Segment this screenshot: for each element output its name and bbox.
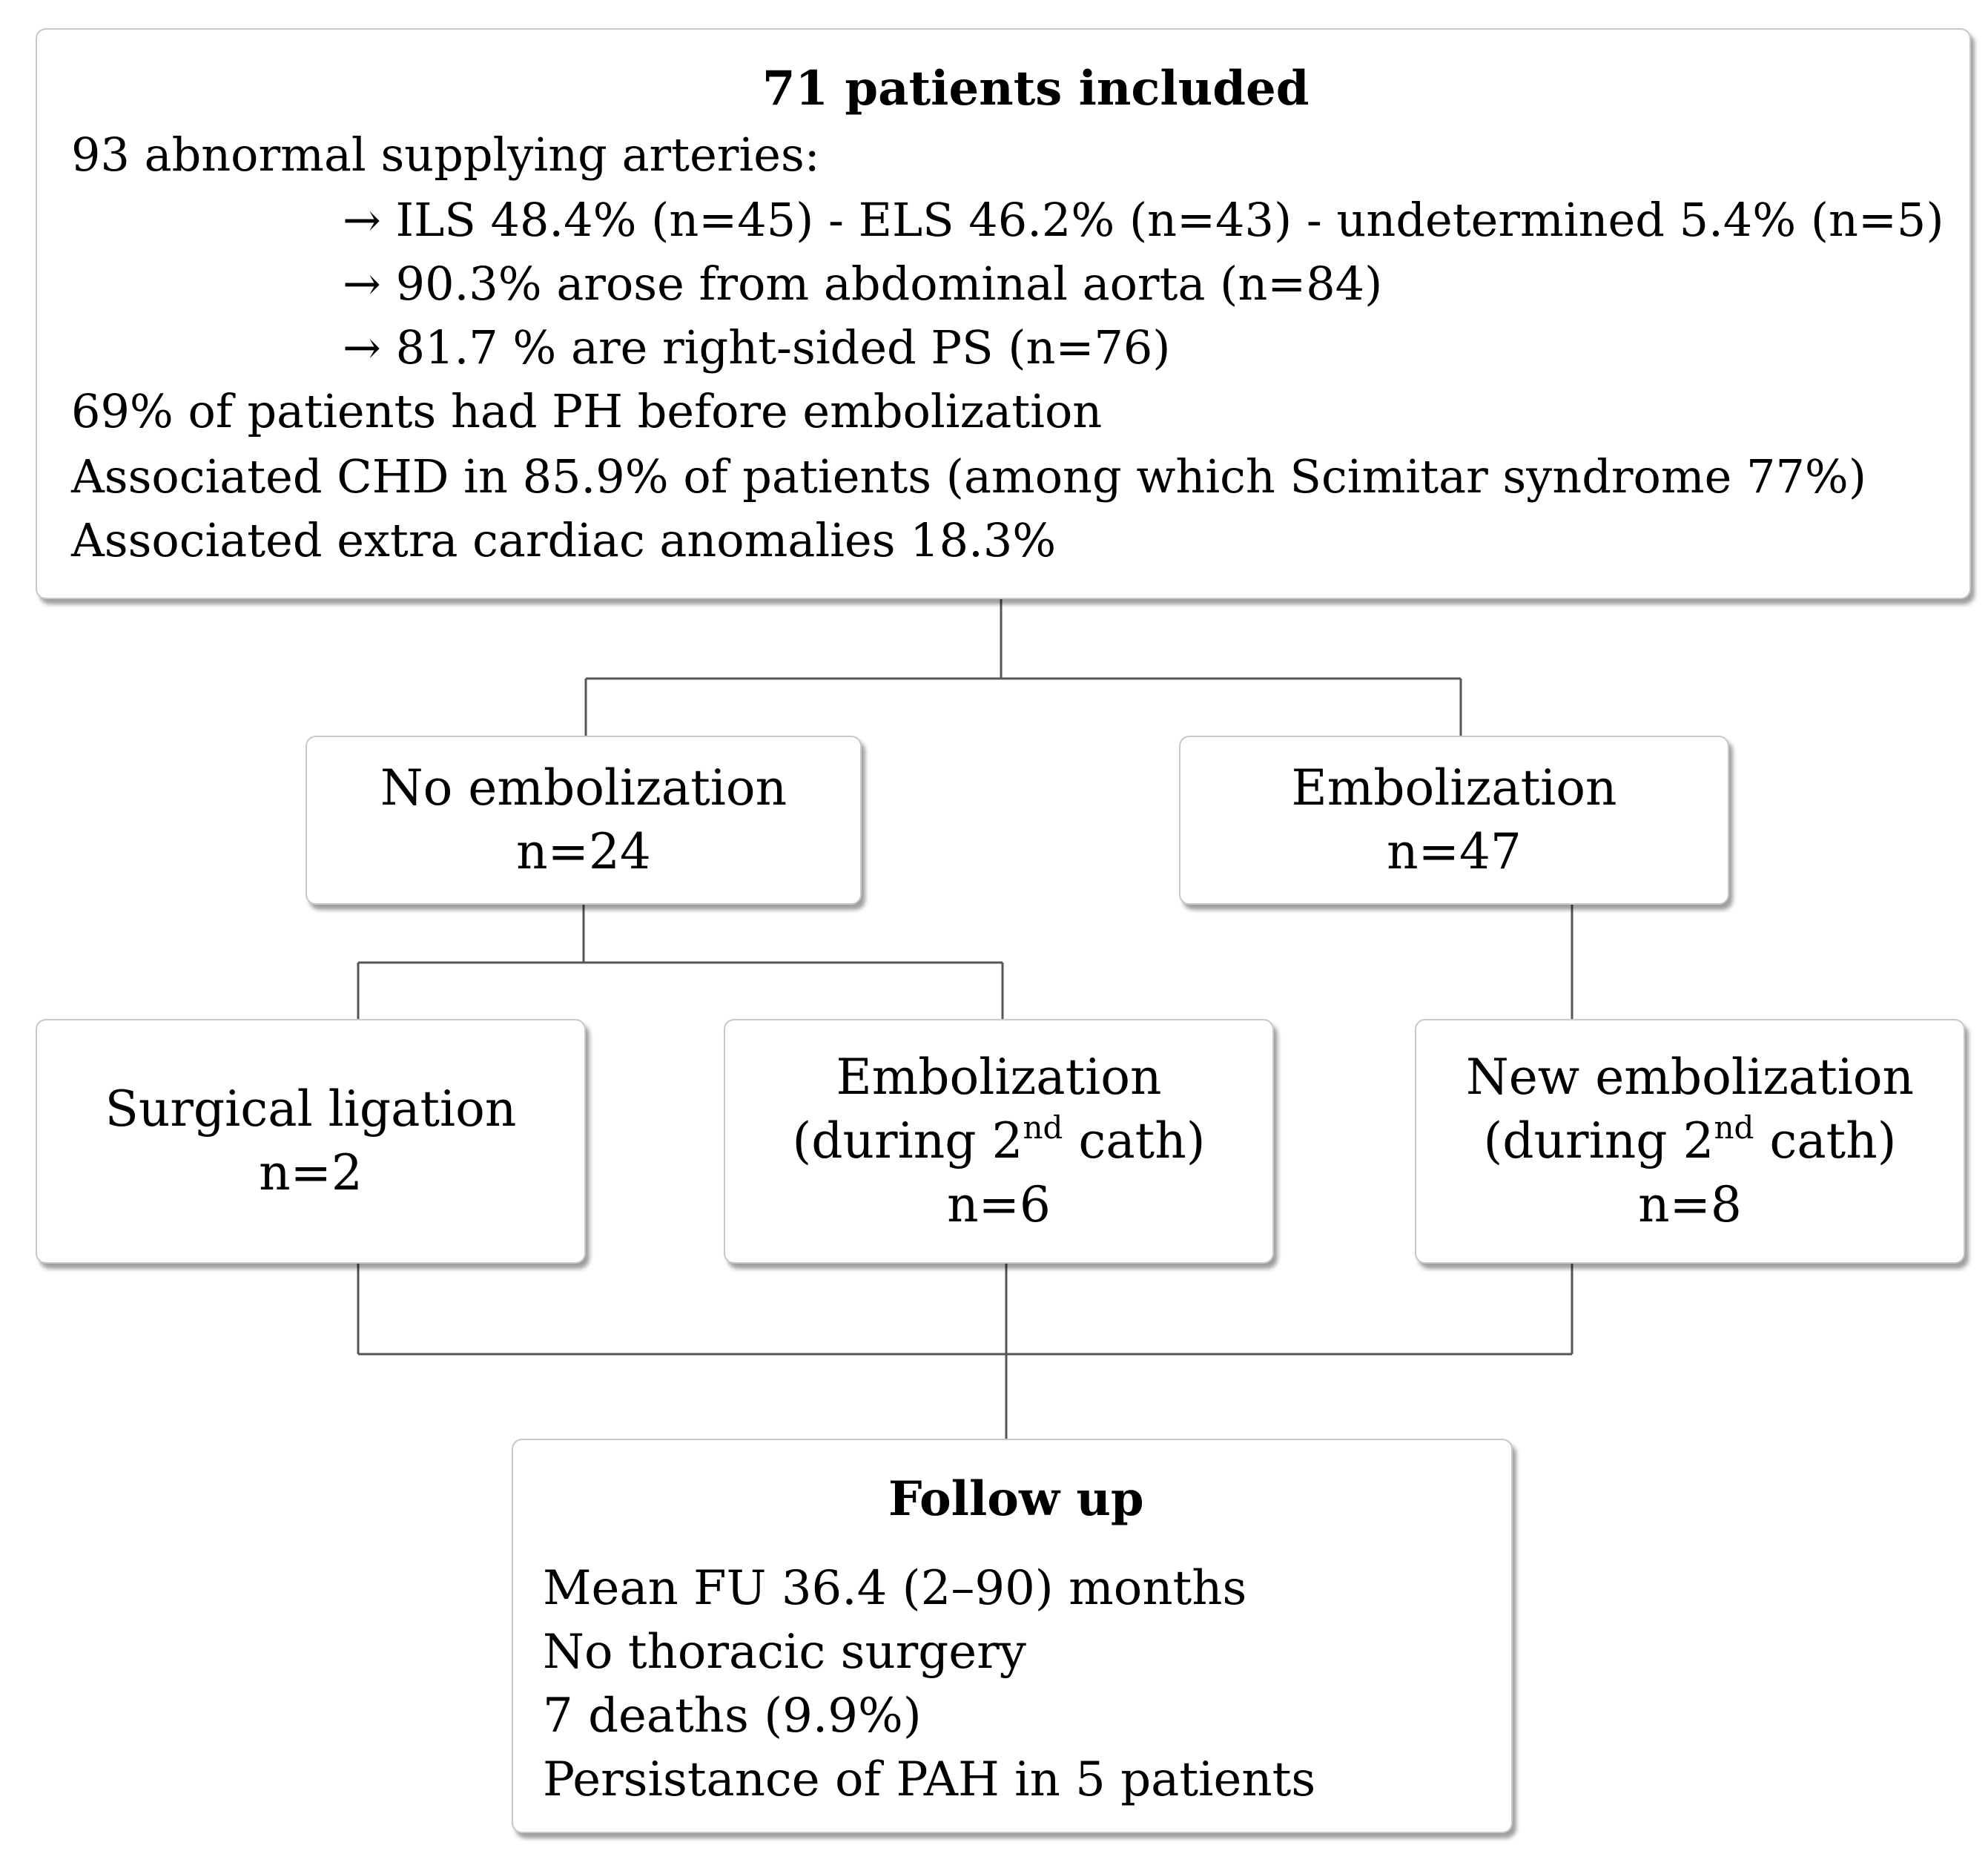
no-embolization-box: No embolization n=24: [306, 736, 862, 905]
no-embolization-label: No embolization: [380, 759, 787, 816]
bullet-ils-els: → ILS 48.4% (n=45) - ELS 46.2% (n=43) - …: [343, 193, 1944, 247]
abnormal-arteries-line: 93 abnormal supplying arteries:: [71, 128, 820, 182]
extra-cardiac-line: Associated extra cardiac anomalies 18.3%: [71, 513, 1057, 567]
follow-up-title: Follow up: [888, 1471, 1144, 1527]
embolization-label: Embolization: [1291, 759, 1617, 816]
bullet-abdominal-aorta: → 90.3% arose from abdominal aorta (n=84…: [343, 257, 1383, 311]
new-embolization-box: New embolization (during 2nd cath) n=8: [1415, 1019, 1965, 1264]
new-embolization-during: (during 2nd cath): [1483, 1109, 1897, 1170]
patients-included-box: 71 patients included 93 abnormal supplyi…: [36, 28, 1971, 599]
embolization2-label: Embolization: [836, 1049, 1162, 1106]
arrow-icon: →: [343, 320, 396, 374]
surgical-ligation-box: Surgical ligation n=2: [36, 1019, 586, 1264]
follow-up-box: Follow up Mean FU 36.4 (2–90) months No …: [512, 1439, 1513, 1833]
new-embolization-count: n=8: [1638, 1176, 1742, 1233]
embolization2-count: n=6: [947, 1176, 1051, 1233]
follow-up-mean: Mean FU 36.4 (2–90) months: [543, 1561, 1247, 1616]
follow-up-pah: Persistance of PAH in 5 patients: [543, 1752, 1316, 1807]
arrow-icon: →: [343, 193, 396, 247]
embolization-count: n=47: [1387, 823, 1522, 880]
bullet-right-sided: → 81.7 % are right-sided PS (n=76): [343, 320, 1171, 374]
ph-line: 69% of patients had PH before embolizati…: [71, 384, 1103, 438]
follow-up-deaths: 7 deaths (9.9%): [543, 1689, 922, 1743]
arrow-icon: →: [343, 257, 396, 311]
surgical-ligation-count: n=2: [259, 1144, 363, 1201]
no-embolization-count: n=24: [516, 823, 651, 880]
embolization2-during: (during 2nd cath): [792, 1109, 1206, 1170]
embolization-box: Embolization n=47: [1179, 736, 1729, 905]
patients-included-title: 71 patients included: [762, 61, 1310, 116]
new-embolization-label: New embolization: [1465, 1049, 1915, 1106]
surgical-ligation-label: Surgical ligation: [105, 1080, 517, 1138]
embolization-second-cath-box: Embolization (during 2nd cath) n=6: [724, 1019, 1274, 1264]
chd-line: Associated CHD in 85.9% of patients (amo…: [71, 449, 1867, 504]
follow-up-no-surgery: No thoracic surgery: [543, 1625, 1026, 1680]
